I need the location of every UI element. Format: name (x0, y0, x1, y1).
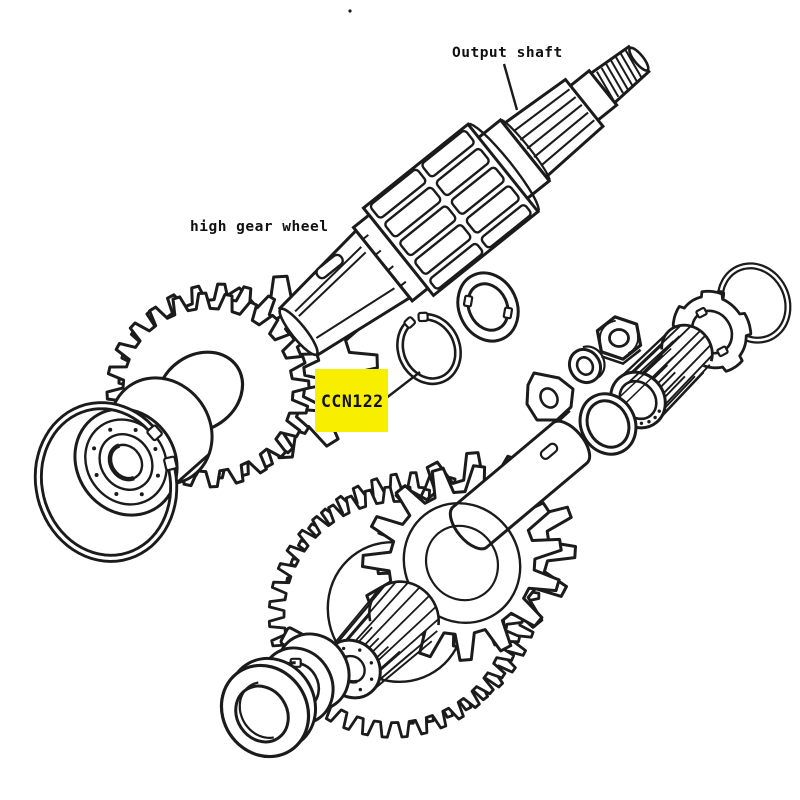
output-shaft-label: Output shaft (452, 45, 563, 111)
output-shaft-label-text: Output shaft (452, 45, 563, 61)
tab-lock-plate-drawing (525, 371, 575, 422)
bearing-circlip-drawing (33, 401, 179, 563)
layshaft-drawing (402, 419, 592, 625)
o-ring-drawing (578, 392, 638, 456)
output-shaft-drawing (277, 44, 651, 358)
hex-nut-drawing (595, 315, 643, 366)
snap-ring-ccn122-drawing (396, 311, 462, 386)
ccn122-callout[interactable]: CCN122 (315, 369, 421, 432)
end-washer-drawing (219, 656, 318, 759)
ccn122-highlight-box[interactable] (315, 369, 388, 432)
spacer-ring-drawing (567, 345, 606, 385)
high-gear-wheel-label: high gear wheel (190, 219, 328, 235)
ccn122-part-code-text: CCN122 (321, 392, 384, 411)
high-gear-wheel-label-text: high gear wheel (190, 219, 328, 235)
ccn122-leader-line (384, 371, 421, 400)
reference-dot (348, 9, 352, 13)
tabbed-thrust-washer-drawing (456, 271, 520, 343)
output-shaft-leader-line (502, 63, 519, 111)
